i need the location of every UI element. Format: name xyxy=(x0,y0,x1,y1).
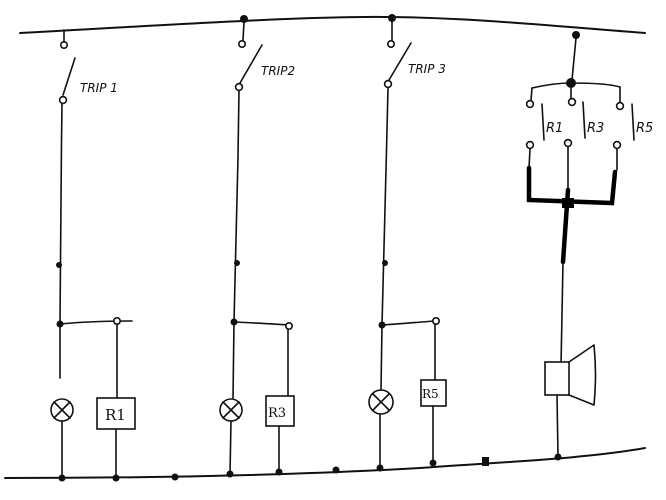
trip1-switch-blade xyxy=(62,57,76,96)
trip3-lower-terminal xyxy=(383,79,393,89)
contact-r5-label: R5 xyxy=(636,121,653,136)
lamp-3 xyxy=(368,389,394,415)
trip2-label: TRIP2 xyxy=(261,64,295,78)
contact-r3-label: R3 xyxy=(587,121,604,136)
trip1-upper-terminal xyxy=(59,40,68,49)
top-supply-rail xyxy=(19,15,646,34)
bottom-rail-node xyxy=(171,473,179,481)
branch-1: TRIP 1 R1 xyxy=(50,29,136,482)
bottom-rail-node xyxy=(332,466,340,474)
trip3-label: TRIP 3 xyxy=(408,62,446,76)
trip3-upper-terminal xyxy=(386,39,395,48)
horn-icon xyxy=(544,344,597,406)
branch1-node xyxy=(56,262,62,268)
trip2-upper-terminal xyxy=(238,39,247,48)
contacts-combiner xyxy=(526,165,618,206)
relay-r5-label: R5 xyxy=(422,387,439,401)
trip3-switch-blade xyxy=(388,42,412,81)
bottom-rail-node xyxy=(482,457,489,466)
trip2-lower-terminal xyxy=(234,82,244,92)
contact-r3-blade xyxy=(582,101,586,139)
lamp-2 xyxy=(219,398,243,422)
contact-r1-label: R1 xyxy=(546,121,563,136)
contact-r1-blade xyxy=(541,103,545,141)
relay-r1-label: R1 xyxy=(105,406,126,424)
trip1-lower-terminal xyxy=(58,95,68,105)
bottom-return-rail xyxy=(4,447,646,479)
branch-3: TRIP 3 R5 xyxy=(368,14,447,472)
branch3-node xyxy=(382,260,388,266)
branch2-node xyxy=(234,260,240,266)
relay-coil-r3 xyxy=(265,395,295,427)
branch-2: TRIP2 R3 xyxy=(219,15,295,478)
lamp-1 xyxy=(50,398,74,422)
contact-r5-blade xyxy=(631,103,635,141)
trip2-switch-blade xyxy=(239,44,263,84)
relay-r3-label: R3 xyxy=(268,406,286,421)
trip1-label: TRIP 1 xyxy=(80,81,118,95)
alarm-branch: R1 R3 R5 xyxy=(525,31,653,461)
